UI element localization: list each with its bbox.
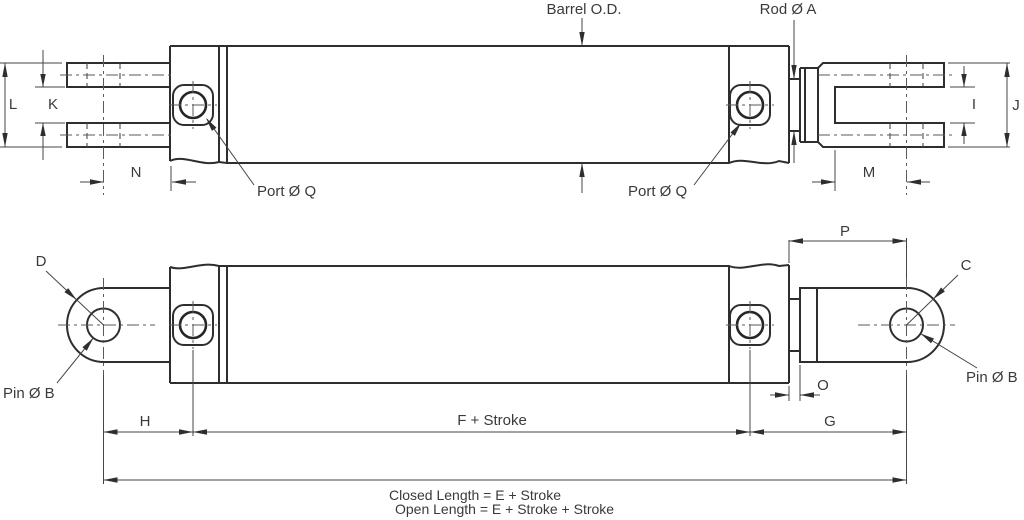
eye-crosshair [58,278,155,375]
dim-N: N [80,164,196,191]
weld-ring-lines [218,46,228,163]
dim-L: L [0,62,62,148]
dim-O: O [770,377,829,398]
barrel-od-dim: Barrel O.D. [546,1,622,193]
rod-clevis-collar [799,67,818,143]
bottom-view: P O H F + Stroke G [3,223,1018,517]
port-boss-right-bottom [726,301,774,349]
port-crosshair [726,81,774,129]
dim-H-label: H [140,413,151,430]
port-boss-left-top [169,81,217,129]
rod-diameter-label: Rod Ø A [760,1,817,18]
dim-O-label: O [817,377,829,394]
barrel-od-label: Barrel O.D. [546,1,621,18]
weld-ring-lines [218,266,228,383]
port-leader-right: Port Ø Q [628,123,741,200]
barrel-top-edge [169,263,790,270]
dim-K-label: K [48,96,58,113]
dim-G-label: G [824,413,836,430]
port-label-right: Port Ø Q [628,183,687,200]
pin-callout-right: Pin Ø B [920,333,1018,386]
rod-diameter-dim: Rod Ø A [760,1,817,163]
cylinder-body-bottom [169,263,790,384]
port-boss-left-bottom [169,301,217,349]
dim-M: M [812,150,930,191]
rod-edges [789,298,800,352]
port-label-left: Port Ø Q [257,183,316,200]
cap-clevis-top [60,55,172,195]
rod-clevis-prong-centerlines [818,74,952,136]
rod-edges [789,78,800,132]
port-boss-right-top [726,81,774,129]
dim-L-label: L [9,96,17,113]
dim-P-label: P [840,223,850,240]
pin-label-right: Pin Ø B [966,369,1018,386]
dim-G: G [750,413,907,435]
closed-length-formula: Closed Length = E + Stroke [389,487,561,503]
eye-outline [799,287,945,363]
callout-D-label: D [36,253,47,270]
dim-F-stroke: F + Stroke [193,412,750,435]
rod-eye-bottom [789,278,955,375]
port-leader-left: Port Ø Q [206,118,316,200]
port-crosshair [169,301,217,349]
cylinder-body-top [169,45,790,165]
top-view: L K N M I [0,1,1020,200]
dim-I: I [950,66,976,144]
pin-callout-left: Pin Ø B [3,337,94,402]
port-crosshair [169,81,217,129]
dim-N-label: N [131,164,142,181]
cap-eye-bottom [58,278,170,375]
clevis-prong-centerlines [60,74,172,136]
dim-J: J [948,62,1020,148]
rod-clevis-top [789,55,952,195]
pin-label-left: Pin Ø B [3,385,55,402]
callout-D: D [36,253,104,326]
dim-F-label: F + Stroke [457,412,527,429]
callout-C: C [906,257,972,326]
dim-P: P [789,223,907,244]
dim-M-label: M [863,164,876,181]
port-crosshair [726,301,774,349]
callout-C-label: C [961,257,972,274]
dim-J-label: J [1012,97,1020,114]
open-length-formula: Open Length = E + Stroke + Stroke [395,501,614,517]
dim-closed-length: Closed Length = E + Stroke Open Length =… [103,477,907,517]
rod-clevis-body [817,62,945,148]
dim-K: K [35,50,65,160]
dim-H: H [103,413,193,435]
dim-I-label: I [972,96,976,113]
barrel-bottom-edge [169,157,790,165]
extension-lines [103,238,907,484]
